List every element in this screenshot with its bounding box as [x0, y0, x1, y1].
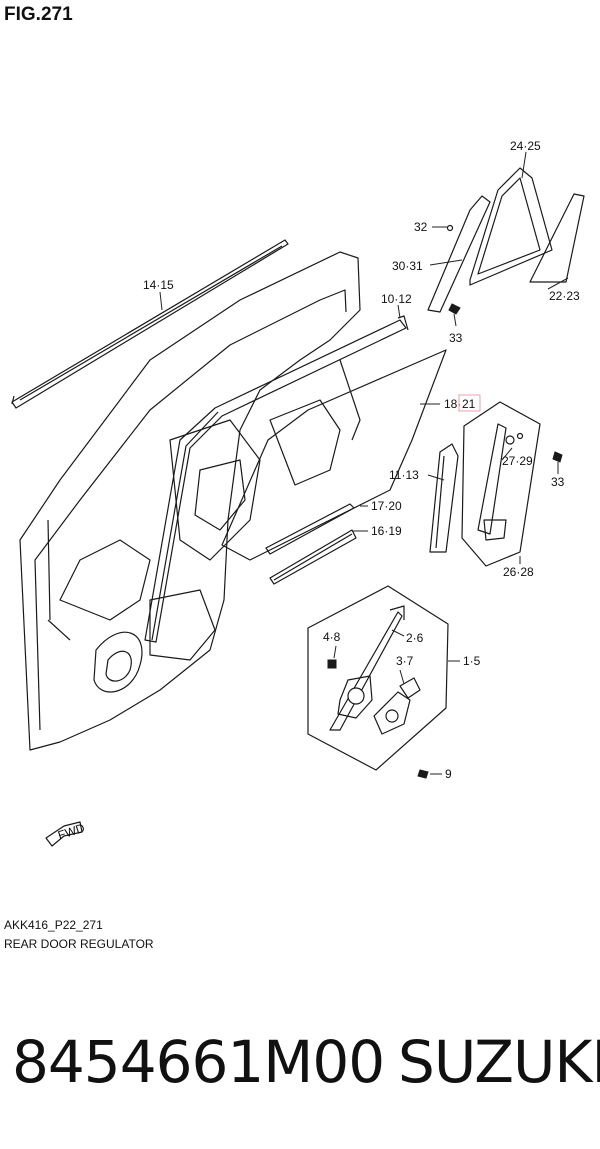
belt-molding-outer[interactable]	[269, 529, 357, 585]
callout-14-15: 14·15	[143, 278, 174, 292]
figure-title: FIG.271	[4, 4, 73, 25]
rear-window-rail-assembly[interactable]	[461, 401, 541, 567]
callout-21-highlight	[458, 394, 481, 412]
door-inner-panel	[19, 251, 361, 751]
part-number: 8454661M00	[12, 1028, 385, 1096]
leader-lines	[159, 151, 569, 775]
callout-4-8: 4·8	[323, 630, 341, 644]
quarter-window-seal[interactable]	[427, 195, 491, 313]
bolt-9[interactable]	[417, 769, 429, 779]
callout-33-upper: 33	[449, 331, 463, 345]
window-regulator-assembly[interactable]	[307, 585, 449, 771]
screw-32[interactable]	[446, 224, 454, 232]
door-regulator-diagram: FWD 24·25 32 30·31 22·23 14·15 10·12 33 …	[11, 139, 585, 847]
callout-33-lower: 33	[551, 475, 565, 489]
callout-2-6: 2·6	[406, 631, 424, 645]
screw-33-lower[interactable]	[552, 451, 563, 463]
callout-18: 18·	[444, 397, 461, 411]
callout-16-19: 16·19	[371, 524, 402, 538]
regulator-bolt-4-8[interactable]	[327, 659, 337, 669]
callout-17-20: 17·20	[371, 499, 402, 513]
callout-10-12: 10·12	[381, 292, 412, 306]
fwd-label: FWD	[56, 821, 87, 843]
fwd-arrow-icon: FWD	[45, 821, 87, 847]
callout-3-7: 3·7	[396, 654, 414, 668]
callout-26-28: 26·28	[503, 565, 534, 579]
belt-molding-inner[interactable]	[265, 503, 355, 555]
callout-9: 9	[445, 767, 452, 781]
figure-name: REAR DOOR REGULATOR	[4, 937, 154, 951]
figure-code: AKK416_P22_271	[4, 918, 103, 932]
callout-24-25: 24·25	[510, 139, 541, 153]
callout-32: 32	[414, 220, 428, 234]
callout-27-29: 27·29	[502, 454, 533, 468]
callout-21: 21	[462, 397, 476, 411]
screw-33-upper[interactable]	[448, 303, 461, 315]
rear-center-channel[interactable]	[429, 443, 459, 553]
callout-22-23: 22·23	[549, 289, 580, 303]
callout-11-13: 11·13	[389, 468, 419, 482]
callout-1-5: 1·5	[463, 654, 481, 668]
quarter-window-frame[interactable]	[469, 167, 553, 286]
callout-30-31: 30·31	[392, 259, 423, 273]
door-outer-weatherstrip[interactable]	[11, 239, 289, 409]
door-glass[interactable]	[221, 349, 447, 561]
quarter-window-glass[interactable]	[529, 193, 585, 283]
brand-name: SUZUKI	[398, 1028, 600, 1096]
